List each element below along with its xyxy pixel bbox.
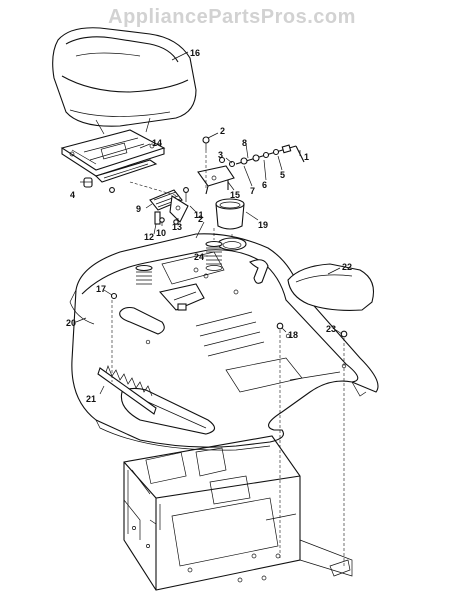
hardware-chain	[235, 144, 305, 165]
callout-19: 19	[258, 220, 268, 230]
cup-holder	[215, 198, 245, 230]
seat-bracket	[197, 165, 235, 195]
spring-24	[205, 240, 223, 271]
callout-10: 10	[156, 228, 166, 238]
frame	[123, 435, 353, 591]
callout-22: 22	[342, 262, 352, 272]
callout-8: 8	[242, 138, 247, 148]
callout-17: 17	[96, 284, 106, 294]
callout-6: 6	[262, 180, 267, 190]
callout-23: 23	[326, 324, 336, 334]
callout-16: 16	[190, 48, 200, 58]
callout-2b: 2	[198, 214, 203, 224]
callout-11: 11	[194, 210, 204, 220]
callout-5: 5	[280, 170, 285, 180]
callout-labels: 16 14 4 2 3 8 1 5 6 7 15 11 9 12 10 13 1…	[66, 48, 352, 404]
callout-15: 15	[230, 190, 240, 200]
seat	[52, 27, 197, 135]
callout-9: 9	[136, 204, 141, 214]
fender	[69, 233, 379, 451]
callout-2a: 2	[220, 126, 225, 136]
callout-4: 4	[70, 190, 75, 200]
callout-24: 24	[194, 252, 204, 262]
callout-3: 3	[218, 150, 223, 160]
callout-18: 18	[288, 330, 298, 340]
callout-21: 21	[86, 394, 96, 404]
callout-1: 1	[304, 152, 309, 162]
watermark: AppliancePartsPros.com	[108, 6, 356, 28]
part-4	[83, 177, 93, 188]
callout-14: 14	[152, 138, 162, 148]
mat-22	[287, 263, 375, 311]
callout-7: 7	[250, 186, 255, 196]
seat-pan	[60, 129, 166, 177]
callout-20: 20	[66, 318, 76, 328]
spring-left	[135, 264, 153, 285]
callout-13: 13	[172, 222, 182, 232]
callout-12: 12	[144, 232, 154, 242]
